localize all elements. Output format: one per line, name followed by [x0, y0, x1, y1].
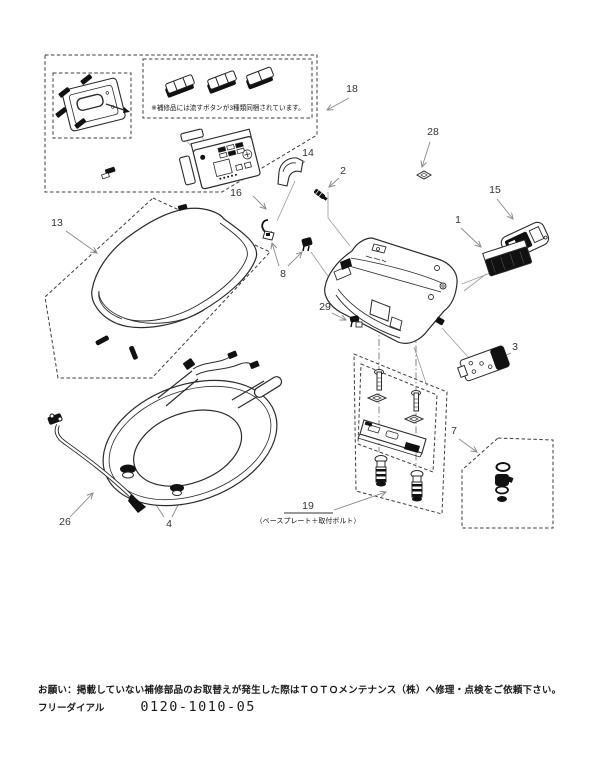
leader-19	[333, 492, 386, 511]
free-dial-row: フリーダイアル 0120-1010-05	[38, 699, 583, 715]
flush-buttons	[165, 66, 274, 98]
leader-29	[331, 312, 346, 320]
small-screw-part	[101, 166, 116, 180]
remote-group-box	[44, 54, 318, 193]
remote-control	[179, 128, 261, 190]
service-notice: お願い：掲載していない補修部品のお取替えが発生した際はＴＯＴＯメンテナンス（株）…	[38, 682, 583, 715]
toilet-lid	[91, 203, 258, 329]
deodorizer-cartridge	[482, 239, 532, 277]
construction-line	[310, 251, 331, 280]
main-unit-body	[324, 237, 458, 344]
hinge-clip-a	[261, 219, 275, 241]
seat-feet	[120, 464, 184, 496]
free-dial-label: フリーダイアル	[38, 703, 105, 714]
part-label-2: 2	[340, 165, 346, 177]
leader-13	[65, 230, 97, 253]
part-label-18: 18	[346, 83, 358, 95]
leader-8c	[252, 195, 266, 209]
wall-mount-plate	[55, 74, 130, 132]
flush-buttons-note: ※補修品には流すボタンが3種類同梱されています。	[151, 103, 304, 112]
leader-8a	[272, 243, 280, 267]
leader-7	[458, 438, 477, 452]
leader-26	[69, 493, 93, 518]
construction-line	[441, 327, 469, 358]
hinge-cover	[277, 157, 304, 187]
construction-line	[413, 346, 428, 387]
seat-ring	[102, 350, 283, 507]
part-label-28: 28	[427, 126, 439, 138]
exploded-parts-diagram: ※補修品には流すボタンが3種類同梱されています。	[44, 54, 554, 530]
part-label-14: 14	[302, 147, 314, 159]
base-plate	[357, 419, 427, 458]
phone-number: 0120-1010-05	[140, 699, 256, 715]
anchor-bolt	[410, 470, 424, 502]
leader-18	[327, 97, 350, 110]
part-label-16: 16	[230, 187, 242, 199]
leader-2	[329, 177, 340, 187]
part-label-7: 7	[451, 425, 457, 437]
part-label-4: 4	[166, 518, 172, 530]
baseplate-caption: （ベースプレート＋取付ボルト）	[256, 516, 361, 525]
lid-bumpers	[95, 335, 138, 360]
anchor-bolt	[374, 455, 388, 487]
mounting-bolt	[374, 369, 384, 391]
clip-29	[349, 315, 363, 328]
part-label-3: 3	[512, 341, 518, 353]
leader-8b	[287, 252, 302, 267]
part-label-8: 8	[280, 268, 286, 280]
part-label-19: 19	[302, 500, 314, 512]
part-label-15: 15	[489, 184, 501, 196]
mounting-bolt	[411, 390, 421, 412]
flush-buttons-box	[142, 58, 313, 119]
diagram-canvas: ※補修品には流すボタンが3種類同梱されています。	[44, 54, 554, 530]
square-washer	[366, 393, 388, 403]
part-label-1: 1	[455, 214, 461, 226]
square-washer	[403, 414, 425, 424]
part-label-26: 26	[59, 516, 71, 528]
screw	[314, 189, 328, 201]
part-label-29: 29	[319, 301, 331, 313]
leader-28	[422, 141, 431, 167]
baseplate-inner-box	[357, 363, 438, 473]
leader-1	[460, 227, 481, 247]
part-label-13: 13	[51, 217, 63, 229]
gasket-28	[415, 170, 433, 180]
hinge-clip-b	[301, 237, 313, 252]
leader-15	[496, 198, 513, 219]
bracket-plate	[456, 345, 510, 382]
construction-line	[327, 192, 351, 247]
valve-assembly	[495, 462, 514, 502]
service-notice-text: お願い：掲載していない補修部品のお取替えが発生した際はＴＯＴＯメンテナンス（株）…	[38, 685, 562, 696]
construction-line	[276, 180, 296, 222]
supply-pipe	[47, 413, 146, 513]
construction-line	[463, 273, 487, 292]
